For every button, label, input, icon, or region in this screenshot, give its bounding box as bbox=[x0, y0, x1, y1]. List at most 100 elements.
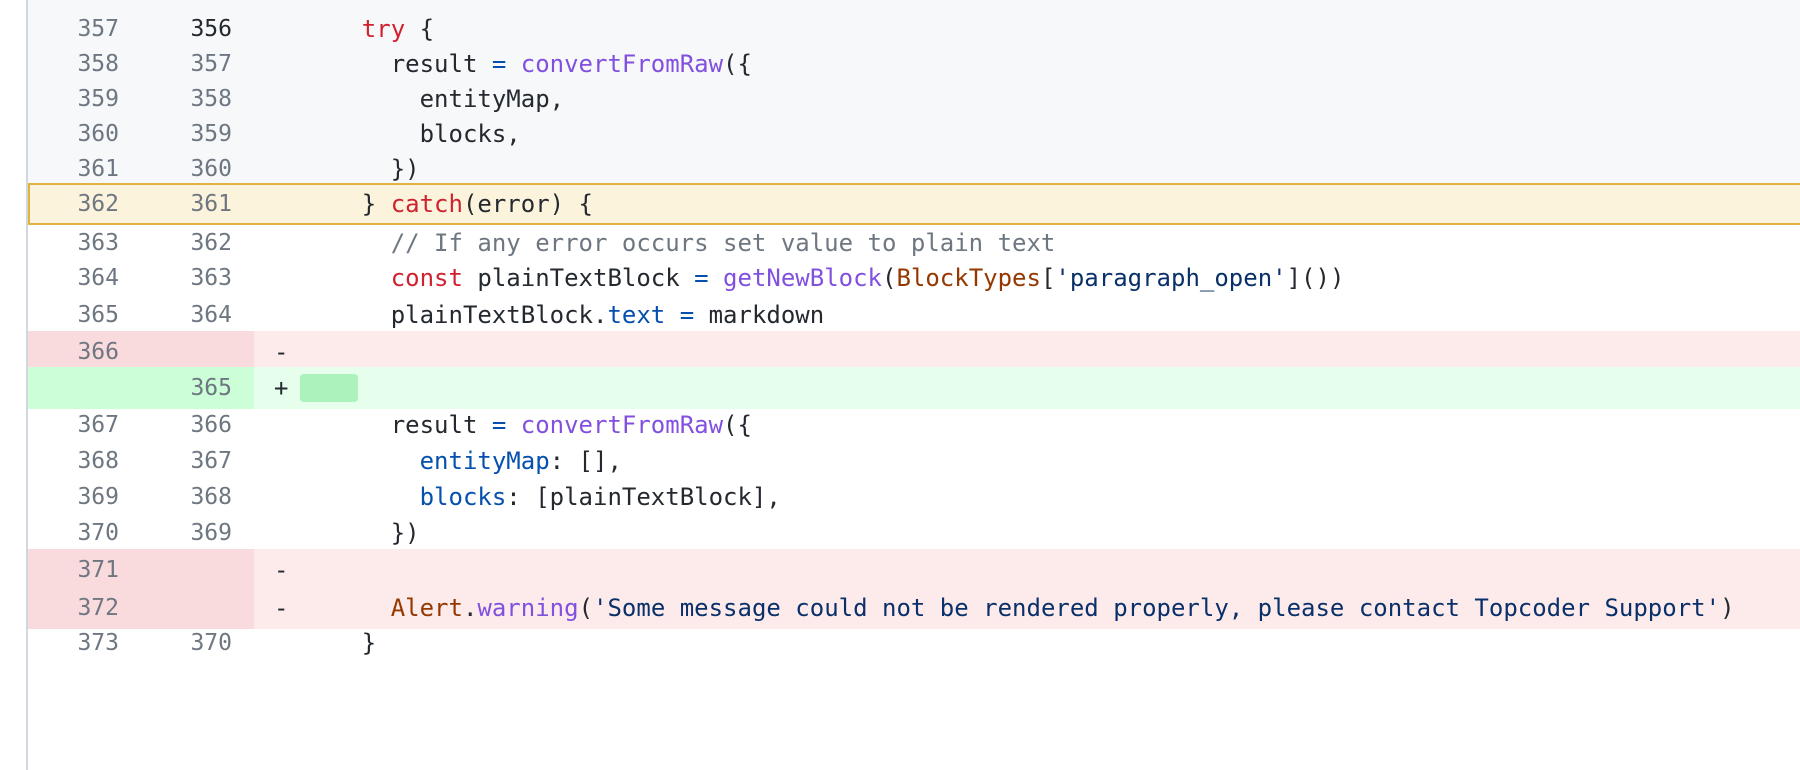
code-token: = bbox=[694, 264, 709, 292]
code-line: result = convertFromRaw({ bbox=[304, 43, 1800, 85]
code-token: result bbox=[304, 411, 492, 439]
code-line: Alert.warning('Some message could not be… bbox=[304, 587, 1800, 629]
diff-marker: - bbox=[274, 556, 289, 584]
new-line-number[interactable]: 358 bbox=[190, 86, 232, 112]
code-token: blocks, bbox=[304, 120, 521, 148]
code-token bbox=[506, 50, 520, 78]
code-line: } bbox=[304, 622, 1800, 664]
diff-marker bbox=[254, 622, 304, 664]
new-line-number[interactable] bbox=[141, 331, 254, 373]
code-line: } catch(error) { bbox=[304, 183, 1800, 225]
diff-row: 369 368 blocks: [plainTextBlock], bbox=[28, 476, 1800, 518]
new-line-number[interactable]: 368 bbox=[190, 484, 232, 510]
code-line: // If any error occurs set value to plai… bbox=[304, 222, 1800, 264]
old-line-number[interactable]: 368 bbox=[77, 448, 119, 474]
new-line-number[interactable]: 362 bbox=[190, 230, 232, 256]
new-line-number[interactable]: 360 bbox=[190, 156, 232, 182]
code-line: }) bbox=[304, 148, 1800, 190]
code-token: ( bbox=[882, 264, 897, 292]
diff-row: 368 367 entityMap: [], bbox=[28, 440, 1800, 482]
code-line: blocks: [plainTextBlock], bbox=[304, 476, 1800, 518]
code-token: const bbox=[390, 264, 463, 292]
new-line-number[interactable]: 356 bbox=[190, 16, 232, 42]
code-line: plainTextBlock.text = markdown bbox=[304, 294, 1800, 336]
code-line: entityMap, bbox=[304, 78, 1800, 120]
new-line-number[interactable] bbox=[141, 587, 254, 629]
old-line-number[interactable]: 369 bbox=[77, 484, 119, 510]
code-token: plainTextBlock. bbox=[304, 301, 608, 329]
code-line: blocks, bbox=[304, 113, 1800, 155]
new-line-number[interactable]: 365 bbox=[141, 367, 254, 409]
diff-row: 373 370 } bbox=[28, 622, 1800, 664]
diff-marker: + bbox=[274, 374, 289, 402]
code-token bbox=[304, 15, 362, 43]
new-line-number[interactable]: 359 bbox=[190, 121, 232, 147]
code-token: . bbox=[462, 594, 478, 622]
new-line-number[interactable]: 357 bbox=[190, 51, 232, 77]
diff-row-deleted: 372 - Alert.warning('Some message could n… bbox=[28, 587, 1800, 629]
new-line-number[interactable]: 366 bbox=[190, 412, 232, 438]
code-token: : [], bbox=[549, 447, 622, 475]
code-token: = bbox=[679, 301, 695, 329]
code-token bbox=[665, 301, 679, 329]
old-line-number[interactable]: 365 bbox=[77, 302, 119, 328]
old-line-number[interactable]: 366 bbox=[28, 331, 141, 373]
code-token: BlockTypes bbox=[896, 264, 1041, 292]
code-token bbox=[506, 411, 520, 439]
old-line-number[interactable]: 361 bbox=[77, 156, 119, 182]
code-token: (error) { bbox=[462, 190, 593, 218]
new-line-number[interactable]: 361 bbox=[190, 191, 232, 217]
code-token: result bbox=[304, 50, 492, 78]
diff-row-added: 365 + bbox=[28, 367, 1800, 409]
old-line-number[interactable]: 367 bbox=[77, 412, 119, 438]
old-line-number[interactable]: 373 bbox=[77, 630, 119, 656]
code-token: }) bbox=[304, 155, 420, 183]
code-token bbox=[304, 483, 420, 511]
new-line-number[interactable]: 363 bbox=[190, 265, 232, 291]
new-line-number[interactable] bbox=[141, 549, 254, 591]
new-line-number[interactable]: 370 bbox=[190, 630, 232, 656]
code-token: getNewBlock bbox=[723, 264, 882, 292]
old-line-number[interactable]: 360 bbox=[77, 121, 119, 147]
old-line-number[interactable] bbox=[28, 367, 141, 409]
code-token: try bbox=[361, 15, 406, 43]
code-token: catch bbox=[390, 190, 463, 218]
old-line-number[interactable]: 359 bbox=[77, 86, 119, 112]
old-line-number[interactable]: 364 bbox=[77, 265, 119, 291]
code-token: plainTextBlock bbox=[462, 264, 695, 292]
code-line bbox=[304, 549, 1800, 591]
code-token: blocks bbox=[419, 483, 507, 511]
code-token: convertFromRaw bbox=[520, 50, 724, 78]
diff-marker: - bbox=[274, 338, 289, 366]
old-line-number[interactable]: 362 bbox=[77, 191, 119, 217]
code-token bbox=[304, 264, 391, 292]
new-line-number[interactable]: 367 bbox=[190, 448, 232, 474]
diff-marker: - bbox=[274, 594, 289, 622]
old-line-number[interactable]: 372 bbox=[28, 587, 141, 629]
diff-row-highlighted: 362 361 } catch(error) { bbox=[28, 183, 1800, 225]
code-token: convertFromRaw bbox=[520, 411, 724, 439]
old-line-number[interactable]: 371 bbox=[28, 549, 141, 591]
old-line-number[interactable]: 357 bbox=[77, 16, 119, 42]
code-token: entityMap, bbox=[304, 85, 565, 113]
old-line-number[interactable]: 363 bbox=[77, 230, 119, 256]
old-line-number[interactable]: 370 bbox=[77, 520, 119, 546]
new-line-number[interactable]: 369 bbox=[190, 520, 232, 546]
code-token bbox=[304, 447, 420, 475]
old-line-number[interactable]: 358 bbox=[77, 51, 119, 77]
code-line bbox=[300, 367, 1800, 409]
code-token: ( bbox=[578, 594, 594, 622]
code-token: 'paragraph_open' bbox=[1055, 264, 1287, 292]
code-token: ]()) bbox=[1286, 264, 1345, 292]
code-token: } bbox=[304, 629, 377, 657]
code-line: entityMap: [], bbox=[304, 440, 1800, 482]
diff-marker bbox=[254, 183, 304, 225]
diff-marker bbox=[254, 257, 304, 299]
code-token bbox=[304, 594, 391, 622]
new-line-number[interactable]: 364 bbox=[190, 302, 232, 328]
diff-marker bbox=[254, 294, 304, 336]
code-token: 'Some message could not be rendered prop… bbox=[593, 594, 1721, 622]
added-whitespace-highlight bbox=[300, 374, 358, 402]
code-token: ) bbox=[1720, 594, 1735, 622]
